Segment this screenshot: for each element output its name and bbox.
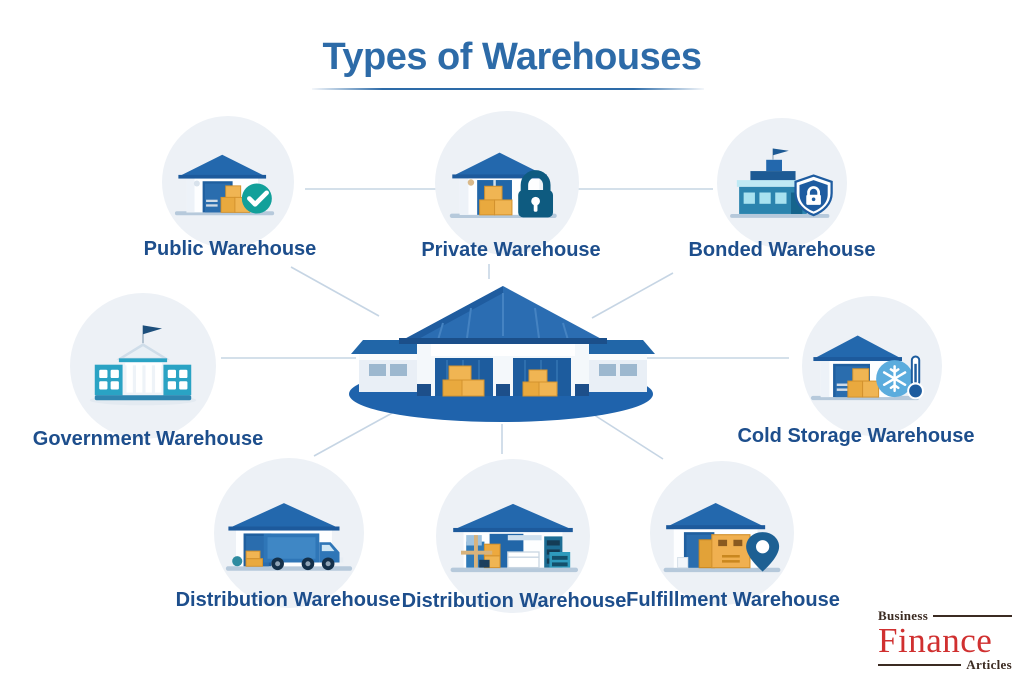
node-bonded-warehouse	[717, 118, 847, 248]
label-bonded-warehouse: Bonded Warehouse	[688, 239, 876, 261]
label-private-warehouse: Private Warehouse	[421, 239, 601, 261]
location-pin-badge-icon	[746, 532, 780, 572]
padlock-badge-icon	[518, 170, 554, 218]
counter-icon	[507, 535, 542, 569]
label-public-warehouse: Public Warehouse	[143, 238, 317, 260]
delivery-truck-icon	[263, 533, 344, 571]
bush-icon	[232, 556, 243, 567]
logo-articles-text: Articles	[966, 657, 1012, 672]
node-fulfillment-warehouse	[650, 461, 794, 605]
logo-business-text: Business	[878, 607, 929, 623]
warehouse-checkmark-icon	[174, 154, 275, 216]
label-fulfillment-warehouse: Fulfillment Warehouse	[626, 589, 840, 611]
node-public-warehouse	[162, 116, 294, 248]
label-distribution-warehouse-1: Distribution Warehouse	[175, 589, 401, 611]
central-warehouse-icon	[349, 286, 655, 422]
flag-icon	[143, 325, 163, 335]
label-cold-storage-warehouse: Cold Storage Warehouse	[737, 425, 975, 447]
warehouse-pin-icon	[663, 502, 781, 573]
crates-pallet-icon	[461, 535, 501, 569]
warehouse-snowflake-icon	[810, 335, 924, 401]
warehouse-truck-icon	[225, 503, 353, 571]
business-finance-articles-logo: Business Finance Articles	[878, 608, 1012, 673]
node-government-warehouse	[70, 293, 216, 439]
government-building-icon	[89, 325, 197, 406]
snowflake-thermometer-badge-icon	[876, 355, 924, 400]
node-distribution-warehouse-racks	[436, 459, 590, 613]
node-distribution-warehouse-truck	[214, 458, 364, 608]
node-cold-storage-warehouse	[802, 296, 942, 436]
label-distribution-warehouse-2: Distribution Warehouse	[401, 590, 627, 612]
page-title: Types of Warehouses	[322, 36, 702, 78]
warehouse-racks-icon	[450, 503, 578, 573]
warehouse-padlock-icon	[449, 152, 557, 218]
shelf-rack-icon	[544, 536, 571, 568]
logo-bottom-rule	[878, 664, 962, 666]
shield-lock-badge-icon	[794, 174, 833, 217]
checkmark-badge-icon	[241, 183, 272, 214]
node-private-warehouse	[435, 111, 579, 255]
title-divider	[312, 88, 704, 90]
logo-finance-text: Finance	[878, 620, 993, 660]
logo-top-rule	[933, 614, 1012, 617]
label-government-warehouse: Government Warehouse	[32, 428, 264, 450]
parcel-box-icon	[698, 534, 751, 569]
bonded-building-shield-icon	[730, 148, 833, 218]
central-warehouse-illustration	[343, 280, 663, 430]
